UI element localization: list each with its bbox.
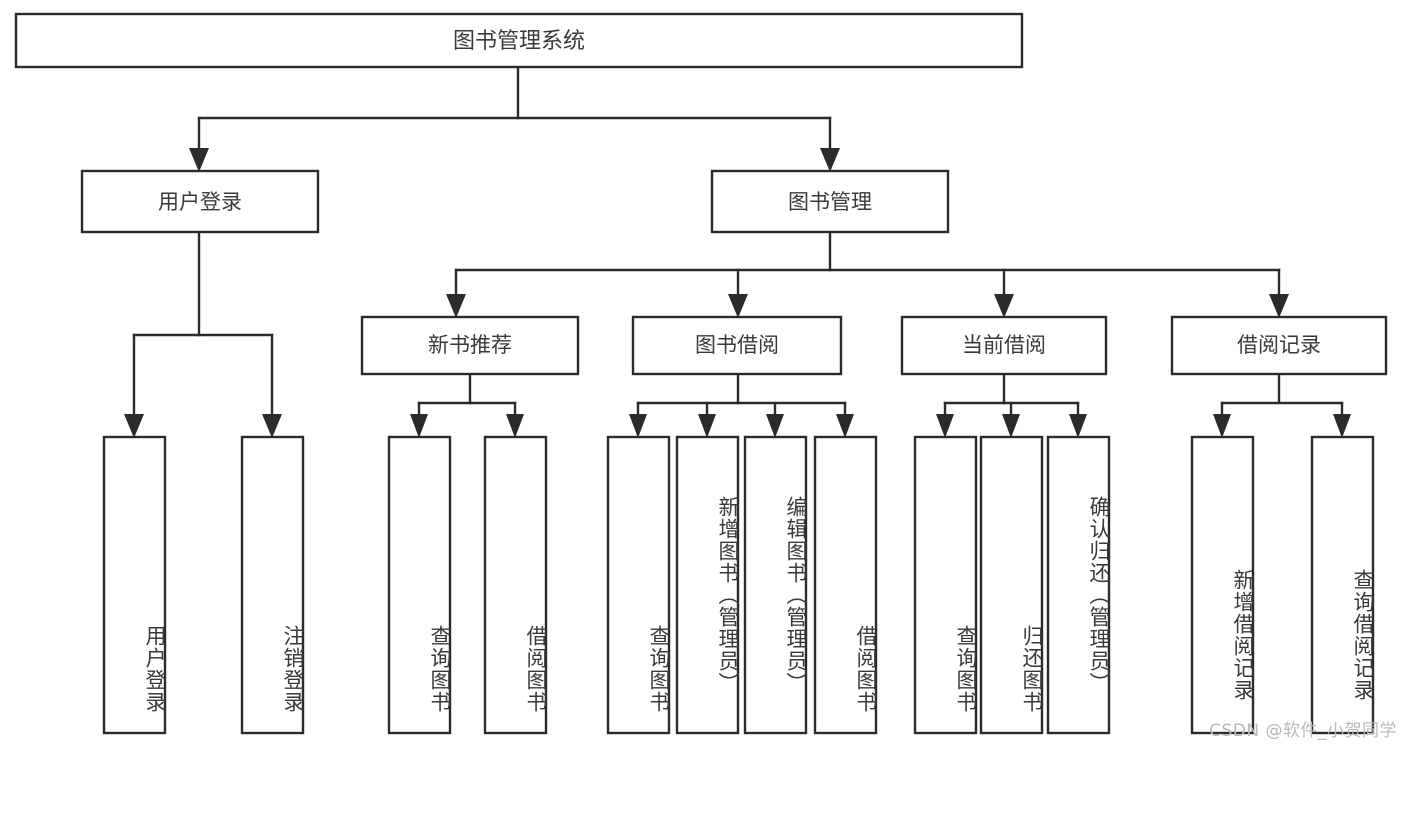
node-leaf-query-book-2-box[interactable]	[606, 435, 671, 735]
arrow-leaf-borrow-book-2	[836, 414, 854, 438]
node-current-borrow-box[interactable]	[900, 315, 1108, 376]
node-leaf-confirm-return-box[interactable]	[1046, 435, 1111, 735]
node-box-group	[14, 12, 1388, 735]
arrow-leaf-add-record	[1213, 414, 1231, 438]
arrow-book-management	[820, 148, 840, 172]
node-book-management-box[interactable]	[710, 169, 950, 234]
arrow-leaf-add-book	[698, 414, 716, 438]
arrow-leaf-query-record	[1333, 414, 1351, 438]
arrow-leaf-return-book	[1002, 414, 1020, 438]
node-leaf-edit-book-box[interactable]	[743, 435, 808, 735]
arrow-leaf-edit-book	[766, 414, 784, 438]
node-new-book-recommend-label: 新书推荐	[428, 333, 512, 357]
node-user-login-box[interactable]	[80, 169, 320, 234]
node-book-management-label: 图书管理	[788, 190, 872, 214]
arrow-leaf-borrow-book-1	[506, 414, 524, 438]
csdn-watermark: CSDN @软件_小贺同学	[1209, 721, 1397, 741]
node-book-borrow-box[interactable]	[631, 315, 843, 376]
diagram-canvas: 图书管理系统 用户登录 图书管理 新书推荐 图书借阅 当前借阅 借阅记录	[14, 12, 1388, 735]
arrow-book-borrow	[728, 294, 748, 318]
node-user-login-label: 用户登录	[158, 190, 242, 214]
node-borrow-record-box[interactable]	[1170, 315, 1388, 376]
arrow-current-borrow	[994, 294, 1014, 318]
arrow-borrow-record	[1269, 294, 1289, 318]
node-leaf-query-record-box[interactable]	[1310, 435, 1375, 735]
arrow-user-login	[189, 148, 209, 172]
node-borrow-record-label: 借阅记录	[1237, 333, 1321, 357]
node-leaf-user-login-box[interactable]	[102, 435, 167, 735]
arrow-leaf-logout-login	[262, 414, 282, 438]
arrow-leaf-user-login	[124, 414, 144, 438]
node-current-borrow-label: 当前借阅	[962, 333, 1046, 357]
horizontal-label-group: 图书管理系统 用户登录 图书管理 新书推荐 图书借阅 当前借阅 借阅记录	[158, 29, 1321, 357]
arrowhead-group	[124, 148, 1351, 438]
node-book-borrow-label: 图书借阅	[695, 333, 779, 357]
node-leaf-add-book-box[interactable]	[675, 435, 740, 735]
node-new-book-recommend-box[interactable]	[360, 315, 580, 376]
arrow-leaf-query-book-2	[629, 414, 647, 438]
arrow-leaf-confirm-return	[1069, 414, 1087, 438]
arrow-leaf-query-book-3	[936, 414, 954, 438]
node-leaf-borrow-book-2-box[interactable]	[813, 435, 878, 735]
node-leaf-return-book-box[interactable]	[979, 435, 1044, 735]
node-leaf-add-record-box[interactable]	[1190, 435, 1255, 735]
system-function-tree-diagram: 图书管理系统 用户登录 图书管理 新书推荐 图书借阅 当前借阅 借阅记录 用户登…	[14, 12, 1397, 741]
arrow-new-book-recommend	[446, 294, 466, 318]
node-leaf-borrow-book-1-box[interactable]	[483, 435, 548, 735]
node-leaf-query-book-3-box[interactable]	[913, 435, 978, 735]
arrow-leaf-query-book-1	[410, 414, 428, 438]
node-leaf-query-book-1-box[interactable]	[387, 435, 452, 735]
node-root-label: 图书管理系统	[453, 29, 585, 54]
node-leaf-logout-login-box[interactable]	[240, 435, 305, 735]
node-root-box[interactable]	[14, 12, 1024, 69]
